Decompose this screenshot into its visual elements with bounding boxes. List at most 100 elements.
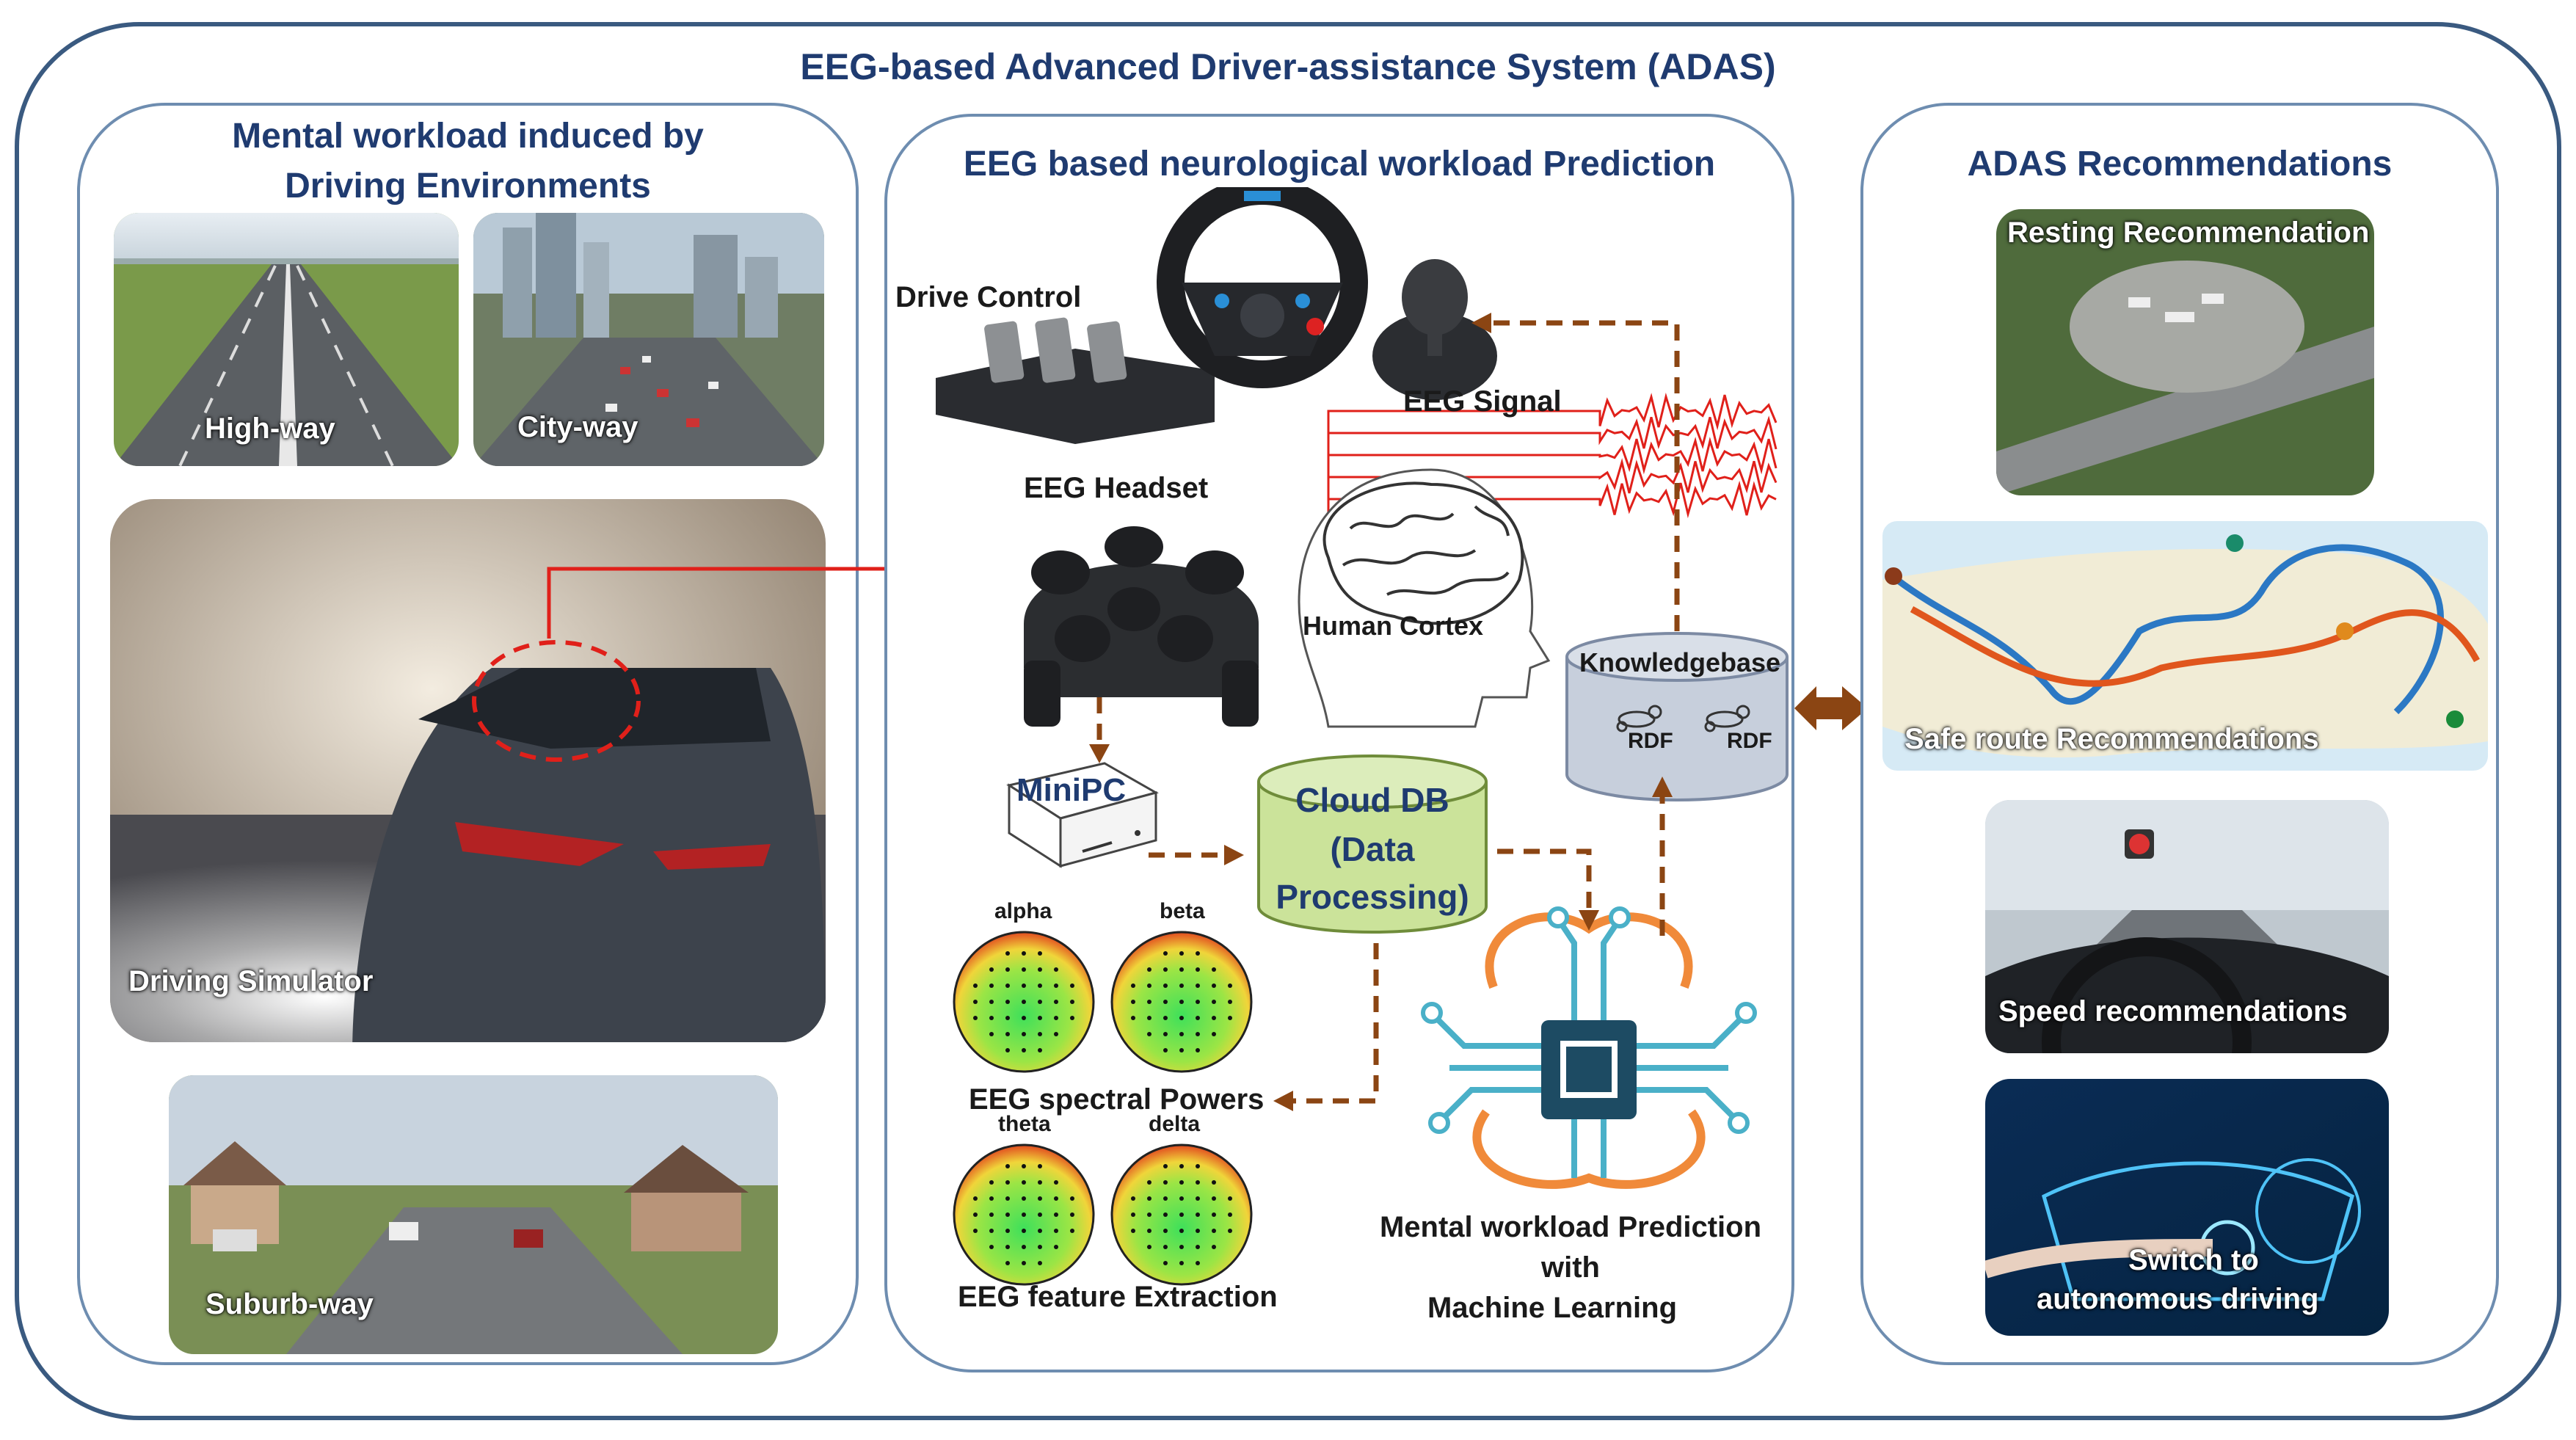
electrode-dot xyxy=(1212,1032,1216,1036)
electrode-dot xyxy=(1022,1196,1026,1201)
electrode-dot xyxy=(1131,983,1135,988)
human-head-illustration xyxy=(1298,468,1551,728)
electrode-dot xyxy=(1038,1164,1042,1168)
electrode-dot xyxy=(1022,1164,1026,1168)
knowledgebase-cylinder xyxy=(1565,632,1789,801)
autonomous-caption-line2: autonomous driving xyxy=(2037,1283,2319,1315)
highway-photo: High-way xyxy=(114,213,459,466)
electrode-dot xyxy=(1005,1180,1010,1185)
electrode-dot xyxy=(1038,1245,1042,1249)
electrode-dot xyxy=(1070,983,1074,988)
electrode-dot xyxy=(1054,1245,1058,1249)
electrode-dot xyxy=(1054,1229,1058,1233)
electrode-dot xyxy=(1147,1000,1151,1004)
electrode-dot xyxy=(1022,983,1026,988)
electrode-dot xyxy=(1196,1229,1200,1233)
topo-delta-label: delta xyxy=(1149,1112,1201,1136)
eeg-signal-trace xyxy=(1327,437,1778,521)
arrow-clouddb-to-spectral xyxy=(1288,943,1379,1104)
electrode-dot xyxy=(1038,1180,1042,1185)
minipc-illustration xyxy=(1006,762,1159,868)
electrode-dot xyxy=(1005,1229,1010,1233)
electrode-dot xyxy=(1212,1212,1216,1217)
highway-caption: High-way xyxy=(205,412,335,445)
electrode-dot xyxy=(1228,1196,1232,1201)
electrode-dot xyxy=(1212,967,1216,972)
electrode-dot xyxy=(1131,1196,1135,1201)
highway-image xyxy=(114,213,459,466)
electrode-dot xyxy=(1005,1048,1010,1052)
electrode-dot xyxy=(1228,1229,1232,1233)
electrode-dot xyxy=(1005,1032,1010,1036)
electrode-dot xyxy=(1038,967,1042,972)
electrode-dot xyxy=(1179,1000,1184,1004)
cloud-db-cylinder xyxy=(1257,754,1488,934)
electrode-dot xyxy=(1022,951,1026,956)
electrode-dot xyxy=(1054,967,1058,972)
electrode-dot xyxy=(1070,1212,1074,1217)
electrode-dot xyxy=(1022,1212,1026,1217)
electrode-dot xyxy=(973,1196,978,1201)
electrode-dot xyxy=(1163,983,1168,988)
electrode-dot xyxy=(1022,967,1026,972)
electrode-dot xyxy=(1038,1016,1042,1020)
electrode-dot xyxy=(1054,1196,1058,1201)
electrode-dot xyxy=(1022,1180,1026,1185)
electrode-dot xyxy=(1163,1164,1168,1168)
electrode-dot xyxy=(973,1000,978,1004)
electrode-dot xyxy=(1038,951,1042,956)
electrode-dot xyxy=(1228,1016,1232,1020)
electrode-dot xyxy=(1196,951,1200,956)
electrode-dot xyxy=(1163,1261,1168,1265)
electrode-dot xyxy=(1005,1164,1010,1168)
speed-photo: Speed recommendations xyxy=(1985,800,2389,1053)
electrode-dot xyxy=(1228,983,1232,988)
electrode-dot xyxy=(1228,1212,1232,1217)
electrode-dot xyxy=(1005,1196,1010,1201)
electrode-dot xyxy=(1005,967,1010,972)
electrode-dot xyxy=(1228,1000,1232,1004)
electrode-dot xyxy=(989,1229,994,1233)
human-cortex-label: Human Cortex xyxy=(1303,611,1484,641)
electrode-dot xyxy=(1147,1016,1151,1020)
electrode-dot xyxy=(1163,1048,1168,1052)
minipc-label: MiniPC xyxy=(1016,772,1127,808)
eeg-topomaps xyxy=(953,931,1253,1286)
electrode-dot xyxy=(1179,1180,1184,1185)
electrode-dot xyxy=(1038,1212,1042,1217)
electrode-dot xyxy=(1179,1245,1184,1249)
electrode-dot xyxy=(1038,1229,1042,1233)
resting-caption: Resting Recommendation xyxy=(2007,217,2370,249)
electrode-dot xyxy=(1212,1180,1216,1185)
electrode-dot xyxy=(989,1180,994,1185)
topo-theta-label: theta xyxy=(998,1112,1051,1136)
electrode-dot xyxy=(1005,1016,1010,1020)
simulator-photo: Driving Simulator xyxy=(110,499,826,1042)
electrode-dot xyxy=(1196,967,1200,972)
spectral-powers-label: EEG spectral Powers xyxy=(969,1083,1265,1116)
electrode-dot xyxy=(1022,1245,1026,1249)
topo-alpha-label: alpha xyxy=(994,899,1052,923)
electrode-dot xyxy=(1038,1032,1042,1036)
electrode-dot xyxy=(1038,1261,1042,1265)
resting-photo: Resting Recommendation xyxy=(1996,209,2374,495)
eeg-signal-trace xyxy=(1327,458,1778,528)
electrode-dot xyxy=(1179,1229,1184,1233)
electrode-dot xyxy=(1196,1212,1200,1217)
electrode-dot xyxy=(1005,951,1010,956)
electrode-dot xyxy=(1070,1016,1074,1020)
electrode-dot xyxy=(989,1245,994,1249)
rdf-label-2: RDF xyxy=(1727,729,1772,753)
cloud-db-line1: Cloud DB xyxy=(1295,781,1449,819)
cloud-db-line3: Processing) xyxy=(1276,878,1469,916)
arrow-clouddb-to-ml xyxy=(1497,848,1592,914)
electrode-dot xyxy=(1054,1212,1058,1217)
cityway-photo: City-way xyxy=(473,213,824,466)
electrode-dot xyxy=(1131,1229,1135,1233)
electrode-dot xyxy=(1179,1196,1184,1201)
speed-caption: Speed recommendations xyxy=(1998,995,2348,1028)
electrode-dot xyxy=(1147,1245,1151,1249)
cityway-caption: City-way xyxy=(517,411,638,443)
electrode-dot xyxy=(1038,1196,1042,1201)
highlight-circle xyxy=(472,640,641,762)
